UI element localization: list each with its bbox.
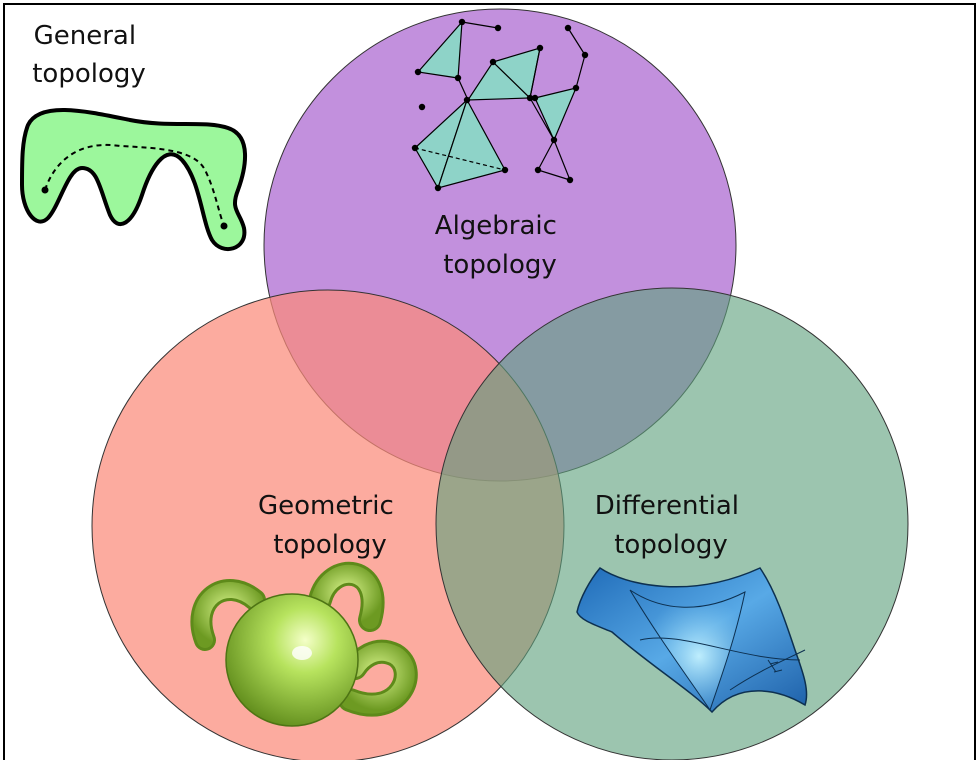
curved-surface-icon (576, 566, 808, 714)
general-topology-label-line-1: General (34, 21, 136, 51)
geometric-topology-label-line-1: Geometric (258, 491, 394, 521)
general-topology-blob-icon (19, 107, 247, 251)
algebraic-topology-label-line-1: Algebraic (435, 211, 557, 241)
differential-topology-label-line-2: topology (614, 530, 728, 560)
differential-topology-label: Differential topology (595, 491, 748, 560)
differential-topology-label-line-1: Differential (595, 491, 739, 521)
algebraic-topology-label-line-2: topology (443, 250, 557, 280)
general-topology-label: General topology (32, 21, 146, 89)
geometric-topology-label: Geometric topology (258, 491, 402, 560)
differential-topology-circle (435, 287, 909, 760)
simplicial-complex-icon (411, 18, 589, 192)
general-topology-label-line-2: topology (32, 59, 146, 89)
algebraic-topology-label: Algebraic topology (435, 211, 565, 280)
sphere-with-handles-icon (190, 561, 418, 727)
geometric-topology-label-line-2: topology (273, 530, 387, 560)
